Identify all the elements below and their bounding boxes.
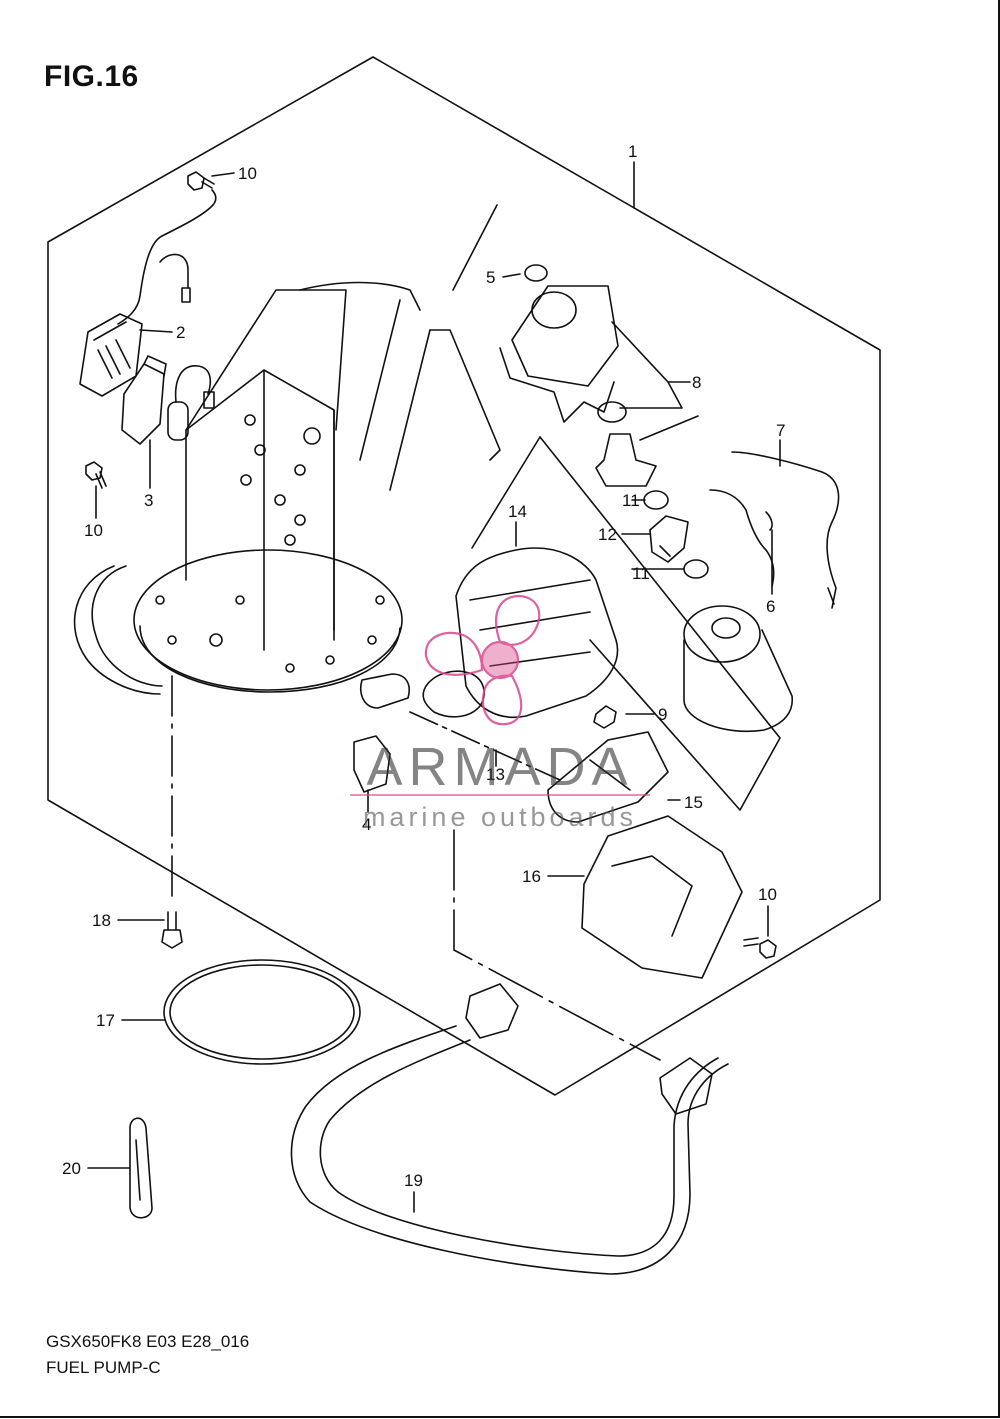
callout-2: 2 <box>176 323 185 342</box>
regulator-8-icon <box>499 285 657 487</box>
callout-20: 20 <box>62 1159 81 1178</box>
bolt-18-icon <box>161 911 183 949</box>
bracket-15-icon <box>547 731 669 823</box>
propeller-logo-icon <box>424 594 541 726</box>
callout-9: 9 <box>658 705 667 724</box>
callout-10-left: 10 <box>84 521 103 540</box>
watermark-logo: ARMADA marine outboards <box>350 594 650 832</box>
filter-14-icon <box>455 547 619 719</box>
callout-8: 8 <box>692 373 701 392</box>
bolt-10-top-icon <box>187 171 215 191</box>
strap-20-icon <box>129 1117 153 1219</box>
gasket-17-inner-icon <box>169 964 355 1060</box>
callout-16: 16 <box>522 867 541 886</box>
callout-5: 5 <box>486 268 495 287</box>
valve-12-icon <box>649 515 689 563</box>
pump-bracket-icon <box>133 281 501 693</box>
callout-10-right: 10 <box>758 885 777 904</box>
wire-7-icon <box>731 451 840 609</box>
model-code: GSX650FK8 E03 E28_016 <box>46 1332 250 1351</box>
relay-3-icon <box>121 355 215 445</box>
callout-19: 19 <box>404 1171 423 1190</box>
callout-11-bottom: 11 <box>632 564 650 583</box>
watermark-brand: ARMADA <box>366 737 633 797</box>
pump-motor-icon <box>683 605 793 732</box>
leader-lines <box>87 161 781 1213</box>
figure-title: FIG.16 <box>44 60 139 93</box>
callout-14: 14 <box>508 502 527 521</box>
assembly-outline <box>47 56 881 1096</box>
subgroup-8-outline <box>452 204 498 291</box>
callout-7: 7 <box>776 421 785 440</box>
subgroup-14-outline <box>471 436 541 549</box>
callout-4: 4 <box>362 815 371 834</box>
bolt-10-left-icon <box>85 461 107 489</box>
clip-4-icon <box>353 735 391 793</box>
seal-13-icon <box>422 670 485 718</box>
callout-11-top: 11 <box>622 491 640 510</box>
watermark-tagline: marine outboards <box>363 802 637 832</box>
callout-12: 12 <box>598 525 617 544</box>
assembly-name: FUEL PUMP-C <box>46 1358 161 1377</box>
bolt-10-right-icon <box>743 937 777 959</box>
callout-6: 6 <box>766 597 775 616</box>
callout-3: 3 <box>144 491 153 510</box>
callout-15: 15 <box>684 793 703 812</box>
wire-6-icon <box>709 489 775 587</box>
hose-19-icon <box>290 983 729 1275</box>
callout-17: 17 <box>96 1011 115 1030</box>
oring-5-icon <box>524 264 548 282</box>
holder-16-icon <box>581 815 743 979</box>
gasket-17-icon <box>163 959 361 1065</box>
hose-loop-icon <box>73 565 163 695</box>
clip-9-icon <box>593 705 617 729</box>
callout-10-top: 10 <box>238 164 257 183</box>
washer-11-top-icon <box>643 490 669 510</box>
subgroup-14-outline-b <box>539 436 781 811</box>
callout-13: 13 <box>486 765 505 784</box>
fitting-icon <box>360 673 410 709</box>
callout-1: 1 <box>628 142 637 161</box>
washer-11-bottom-icon <box>683 559 709 579</box>
callout-18: 18 <box>92 911 111 930</box>
